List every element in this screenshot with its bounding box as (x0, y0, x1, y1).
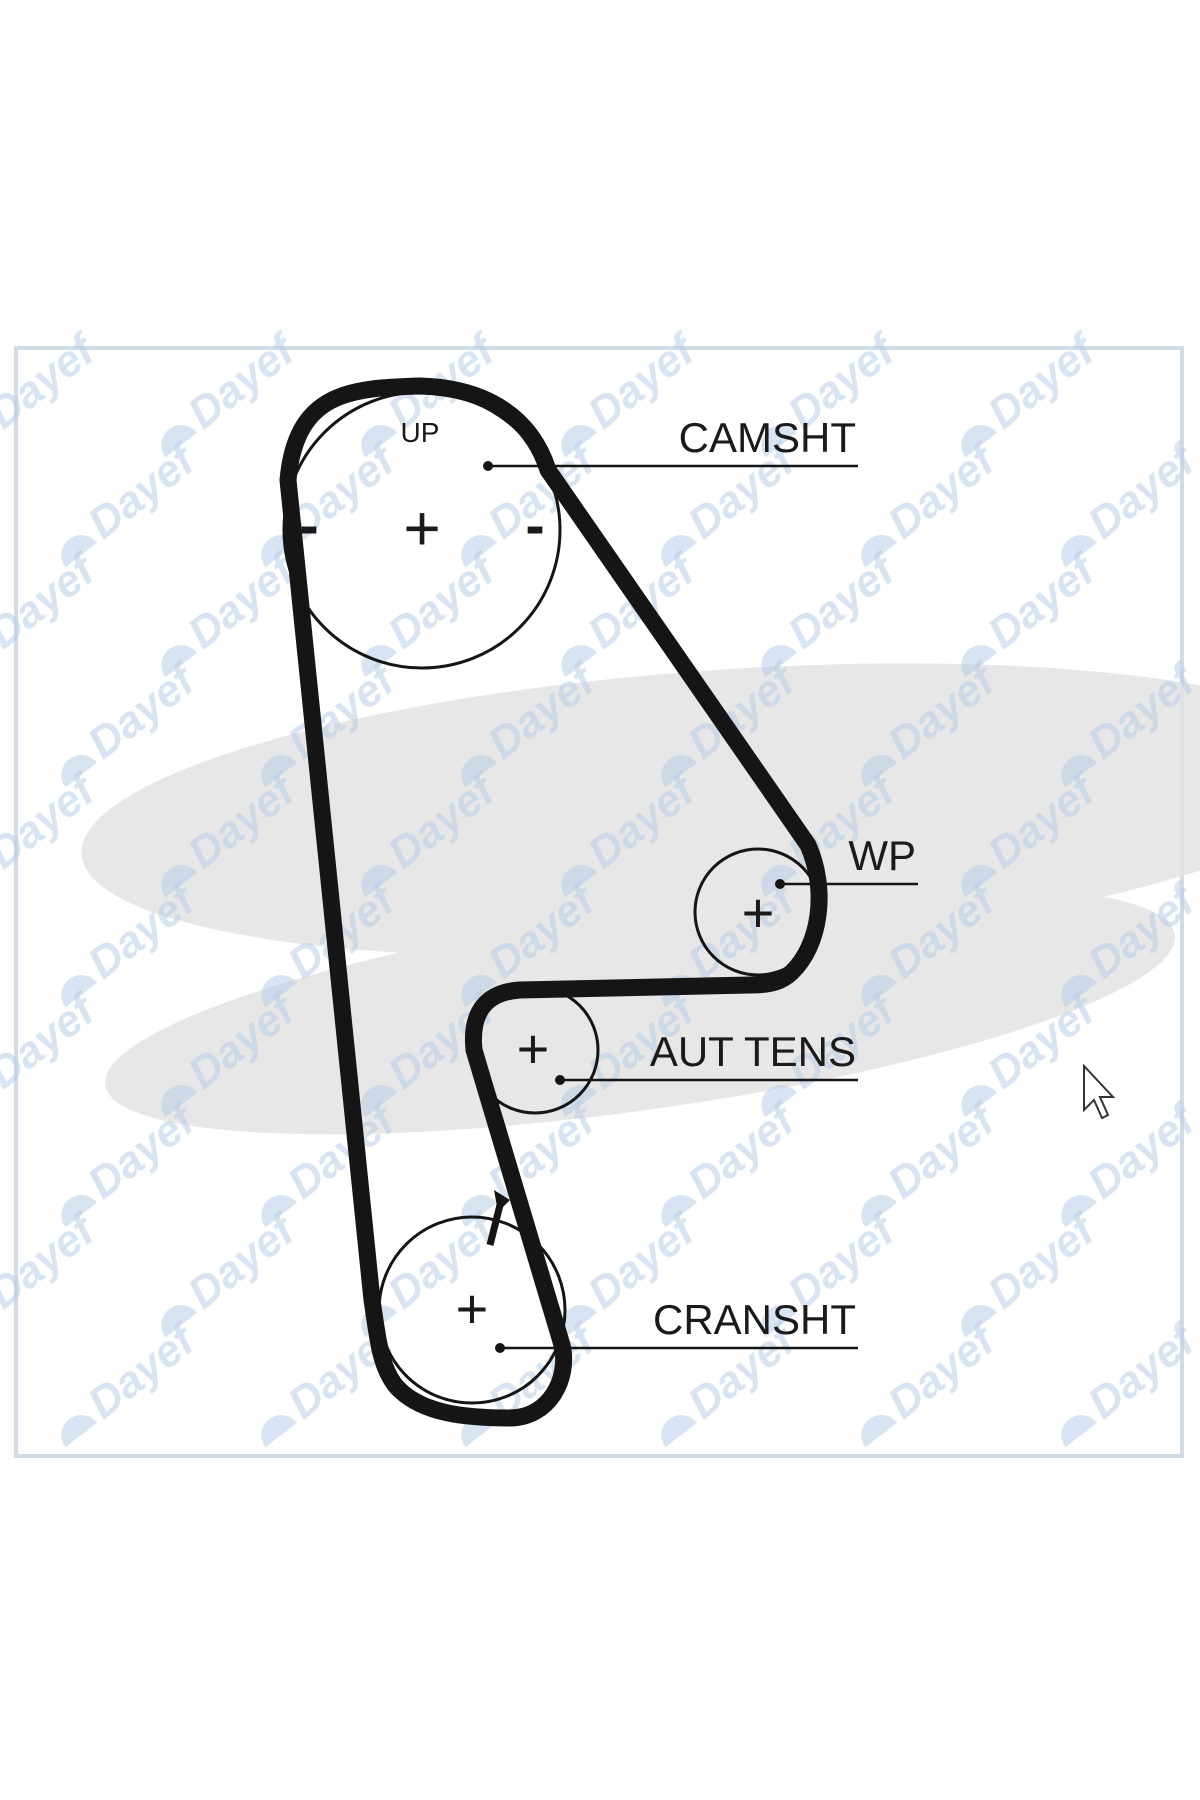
watermark-shell-icon (661, 534, 698, 568)
watermark-shell-icon (861, 754, 898, 788)
watermark-shell-icon (461, 1194, 498, 1228)
tensioner-hub-mark: + (517, 1017, 550, 1080)
watermark-shell-icon (761, 1084, 798, 1118)
watermark-shell-icon (961, 1304, 998, 1338)
watermark-shell-icon (1061, 754, 1098, 788)
watermark-shell-icon (1061, 534, 1098, 568)
water-pump-label: WP (848, 832, 916, 879)
watermark-shell-icon (661, 1194, 698, 1228)
watermark-shell-icon (361, 1084, 398, 1118)
watermark-shell-icon (461, 534, 498, 568)
mouse-cursor-icon (1083, 1063, 1116, 1120)
watermark-shell-icon (61, 974, 98, 1008)
watermark-shell-icon (861, 974, 898, 1008)
watermark-shell-icon (961, 1084, 998, 1118)
timing-belt (279, 377, 828, 1427)
watermark-shell-icon (161, 424, 198, 458)
watermark-shell-icon (161, 644, 198, 678)
watermark-shell-icon (561, 1084, 598, 1118)
watermark-shell-icon (961, 864, 998, 898)
crankshaft-pulley: + (377, 1190, 567, 1405)
camshaft-mark-left: - (299, 493, 318, 558)
watermark-shell-icon (961, 424, 998, 458)
watermark-shell-icon (561, 644, 598, 678)
watermark-shell-icon (561, 1304, 598, 1338)
watermark-shell-icon (1061, 974, 1098, 1008)
watermark-shell-icon (461, 974, 498, 1008)
auto-tensioner-label: AUT TENS (650, 1028, 856, 1075)
crankshaft-hub-mark: + (456, 1277, 489, 1340)
watermark-shell-icon (561, 424, 598, 458)
watermark-shell-icon (1061, 1414, 1098, 1448)
water-pump-pulley: + (693, 847, 823, 977)
auto-tensioner-pulley: + (470, 985, 600, 1115)
leader-dots (483, 461, 785, 1353)
watermark-shell-icon (561, 864, 598, 898)
crankshaft-label: CRANSHT (653, 1296, 856, 1343)
watermark-shell-icon (1061, 1194, 1098, 1228)
watermark-shell-icon (261, 974, 298, 1008)
watermark-shell-icon (461, 754, 498, 788)
watermark-shell-icon (961, 644, 998, 678)
watermark-shell-icon (761, 1304, 798, 1338)
watermark-shell-icon (161, 1084, 198, 1118)
watermark-shell-icon (661, 754, 698, 788)
camshaft-mark-right: - (525, 493, 544, 558)
watermark-shell-icon (161, 1304, 198, 1338)
watermark-shell-icon (861, 534, 898, 568)
watermark-shell-icon (861, 1414, 898, 1448)
watermark-shell-icon (761, 424, 798, 458)
watermark-shell-icon (361, 864, 398, 898)
camshaft-pulley: - + - (282, 390, 562, 670)
watermark-shell-icon (61, 1194, 98, 1228)
watermark-shell-icon (61, 534, 98, 568)
watermark-shell-icon (861, 1194, 898, 1228)
leader-lines (488, 464, 918, 1350)
background-logo-swoosh (81, 663, 1200, 1135)
watermark-shell-icon (161, 864, 198, 898)
watermark-shell-icon (661, 1414, 698, 1448)
camshaft-mark-center: + (403, 492, 440, 564)
water-pump-hub-mark: + (742, 881, 775, 944)
watermark-shell-icon (61, 754, 98, 788)
watermark-shell-icon (261, 1194, 298, 1228)
watermark-shell-icon (61, 1414, 98, 1448)
watermark-shell-icon (361, 424, 398, 458)
up-label: UP (401, 417, 440, 448)
watermark-shell-icon (261, 754, 298, 788)
watermark-shell-icon (761, 644, 798, 678)
watermark-shell-icon (261, 1414, 298, 1448)
crankshaft-timing-arrow (494, 1190, 510, 1212)
camshaft-label: CAMSHT (679, 414, 856, 461)
